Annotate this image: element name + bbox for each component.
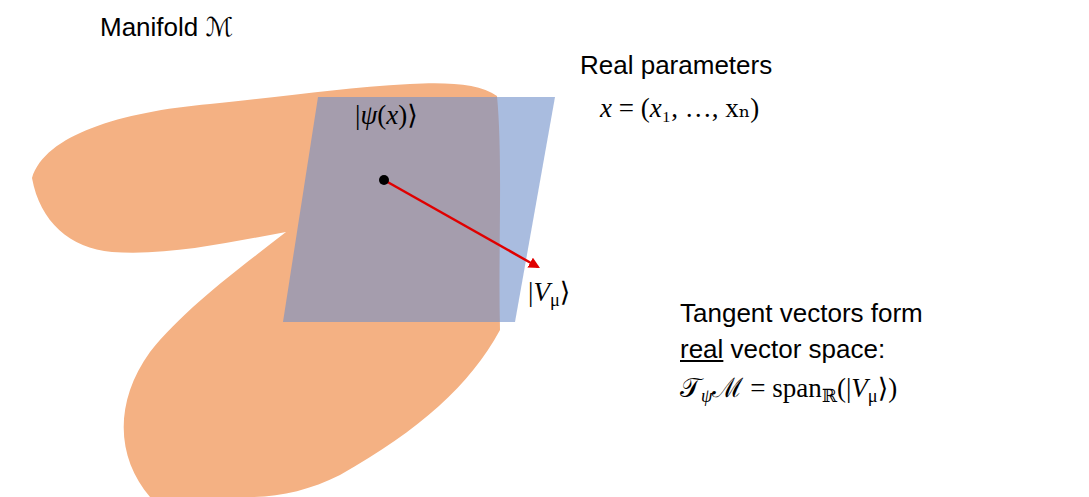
manifold-region: Manifold ℳ|ψ(x)⟩: [0, 0, 560, 497]
glyph: [718, 93, 725, 123]
glyph: V: [851, 373, 868, 403]
tangent-plane: |ψ(x)⟩: [283, 97, 555, 322]
glyph: x: [725, 93, 739, 123]
glyph: [678, 93, 685, 123]
glyph: |: [355, 100, 360, 130]
annotation-text: real vector space:: [680, 334, 885, 365]
label-anchor: |Vμ⟩: [528, 276, 570, 311]
manifold-heading: Manifold ℳ: [100, 12, 233, 43]
state-point: [379, 175, 389, 185]
glyph: V: [533, 277, 550, 307]
label-anchor: Tangent vectors form: [680, 298, 923, 329]
glyph: (: [641, 93, 650, 123]
glyph: ℝ: [822, 386, 837, 406]
glyph: =: [619, 93, 634, 123]
state-label: |ψ(x)⟩: [355, 99, 418, 131]
annotation-text: Tangent vectors form: [680, 298, 923, 329]
glyph: [612, 93, 619, 123]
parameter-formula: x = (x₁, …, xₙ): [600, 92, 759, 124]
glyph: 𝒯: [680, 373, 701, 403]
glyph: ⟩: [407, 100, 418, 130]
glyph: ): [888, 373, 897, 403]
emphasis-word: real: [680, 334, 723, 364]
glyph: |: [528, 277, 533, 307]
glyph: x: [386, 100, 398, 130]
glyph: [743, 373, 750, 403]
glyph: ψ: [360, 100, 377, 130]
text-rest: vector space:: [723, 334, 885, 364]
glyph: ,: [671, 93, 678, 123]
glyph: n: [808, 373, 822, 403]
label-anchor: 𝒯ψℳ = spanℝ(|Vμ⟩): [680, 372, 897, 407]
glyph: ₙ: [739, 93, 751, 123]
vector-label: |Vμ⟩: [528, 276, 570, 311]
glyph: (: [837, 373, 846, 403]
glyph: s: [772, 373, 783, 403]
annotation-text: Real parameters: [580, 50, 772, 81]
glyph: ): [398, 100, 407, 130]
glyph: ℳ: [712, 373, 743, 403]
glyph: =: [750, 373, 765, 403]
glyph: ): [750, 93, 759, 123]
glyph: x: [650, 93, 662, 123]
tangent-plane-fill: [283, 97, 555, 322]
glyph: μ: [868, 386, 878, 406]
glyph: …: [685, 93, 712, 123]
tangent-vector-arrow: [384, 180, 538, 267]
glyph: a: [796, 373, 808, 403]
glyph: ⟩: [560, 277, 571, 307]
glyph: |: [846, 373, 851, 403]
glyph: [765, 373, 772, 403]
glyph: ψ: [701, 386, 712, 406]
glyph: ₁: [662, 93, 671, 123]
glyph: ,: [712, 93, 719, 123]
plane-shape: [283, 97, 555, 322]
glyph: x: [600, 93, 612, 123]
glyph: [634, 93, 641, 123]
label-anchor: real vector space:: [680, 334, 885, 365]
glyph: (: [377, 100, 386, 130]
glyph: ⟩: [878, 373, 889, 403]
tangent-space-formula: 𝒯ψℳ = spanℝ(|Vμ⟩): [680, 372, 897, 407]
glyph: μ: [550, 290, 560, 310]
label-anchor: x = (x₁, …, xₙ): [600, 92, 759, 124]
glyph: p: [783, 373, 797, 403]
label-anchor: Real parameters: [580, 50, 772, 81]
